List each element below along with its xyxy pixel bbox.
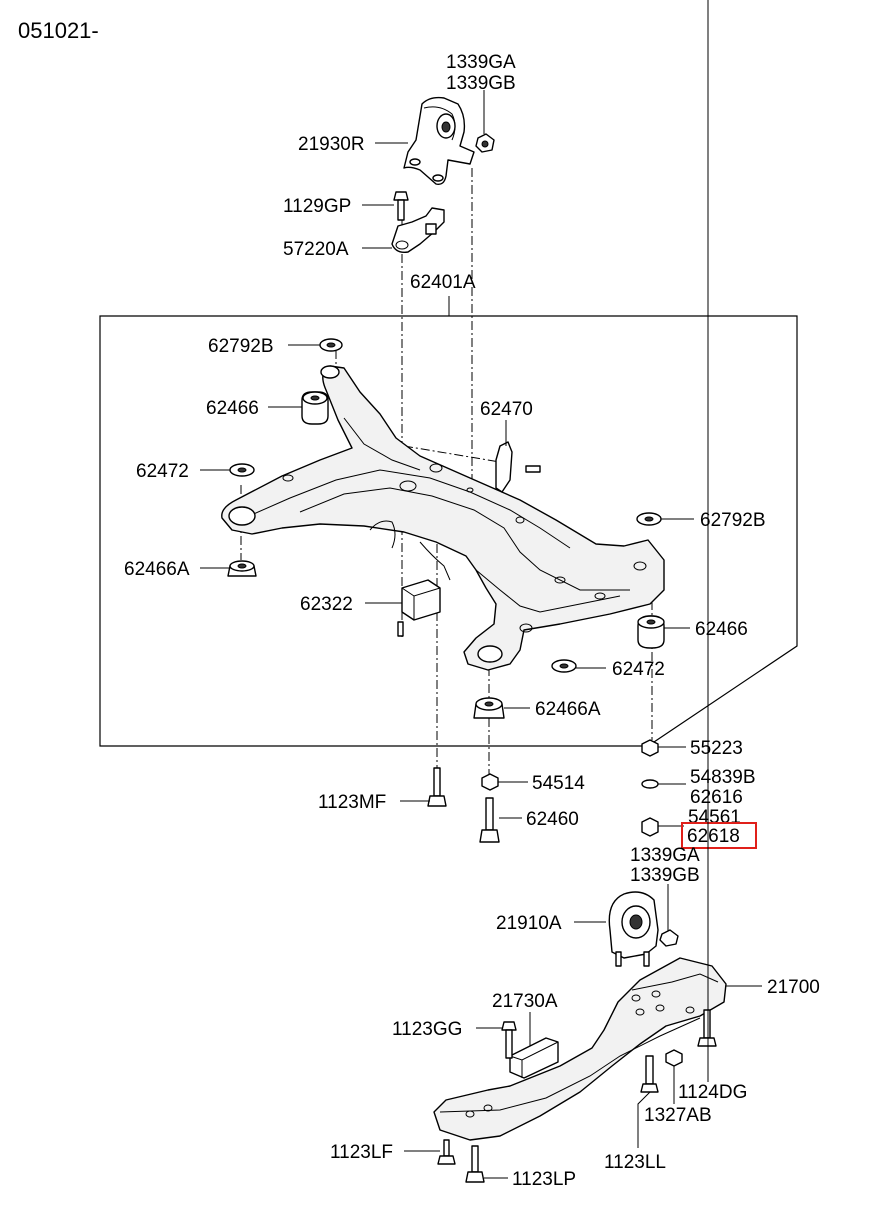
washer-54839B bbox=[641, 779, 659, 789]
label-1123LP: 1123LP bbox=[512, 1169, 576, 1190]
subframe-assembly-frame bbox=[99, 315, 798, 747]
bolt-1123GG bbox=[501, 1021, 517, 1059]
label-1124DG: 1124DG bbox=[678, 1082, 747, 1103]
bushing-62466-left bbox=[301, 391, 329, 425]
bolt-1123LF bbox=[437, 1139, 456, 1165]
label-21930R: 21930R bbox=[298, 134, 365, 155]
label-1339GB-bottom: 1339GB bbox=[630, 865, 700, 886]
label-62472-right: 62472 bbox=[612, 659, 665, 680]
highlight-box-62618 bbox=[681, 822, 757, 849]
label-62466-left: 62466 bbox=[206, 398, 259, 419]
label-62472-left: 62472 bbox=[136, 461, 189, 482]
label-62401A: 62401A bbox=[410, 272, 476, 293]
label-21910A: 21910A bbox=[496, 913, 562, 934]
label-1339GB-top: 1339GB bbox=[446, 73, 516, 94]
bolt-1123LL bbox=[640, 1055, 659, 1093]
label-54514: 54514 bbox=[532, 773, 585, 794]
crossmember-21700 bbox=[433, 957, 727, 1141]
label-62466-right: 62466 bbox=[695, 619, 748, 640]
bolt-1123LP bbox=[465, 1145, 485, 1183]
label-1327AB: 1327AB bbox=[644, 1105, 712, 1126]
label-1123MF: 1123MF bbox=[318, 792, 386, 813]
washer-62792B-left bbox=[319, 338, 343, 352]
leader-1123LL bbox=[637, 1091, 651, 1148]
label-55223: 55223 bbox=[690, 738, 743, 759]
label-1129GP: 1129GP bbox=[283, 196, 351, 217]
nut-1339GA-bottom bbox=[659, 929, 679, 947]
label-62322: 62322 bbox=[300, 594, 353, 615]
bolt-1124DG bbox=[697, 1009, 717, 1047]
nut-1339GA-top bbox=[475, 133, 495, 153]
label-57220A: 57220A bbox=[283, 239, 349, 260]
label-1123LL: 1123LL bbox=[604, 1152, 666, 1173]
label-62792B-right: 62792B bbox=[700, 510, 766, 531]
label-1123GG: 1123GG bbox=[392, 1019, 462, 1040]
sensor-62322 bbox=[397, 579, 441, 637]
bushing-62466A-right bbox=[473, 697, 505, 719]
bushing-62466A-left bbox=[227, 560, 257, 577]
label-21700: 21700 bbox=[767, 977, 820, 998]
washer-62472-right bbox=[551, 659, 577, 673]
bolt-62460 bbox=[479, 797, 500, 843]
label-1123LF: 1123LF bbox=[330, 1142, 393, 1163]
bolt-1123MF bbox=[427, 767, 447, 807]
washer-62472-left bbox=[229, 463, 255, 477]
label-62616: 62616 bbox=[690, 787, 743, 808]
label-62460: 62460 bbox=[526, 809, 579, 830]
label-21730A: 21730A bbox=[492, 991, 558, 1012]
label-1339GA-bottom: 1339GA bbox=[630, 845, 700, 866]
nut-54561 bbox=[641, 817, 659, 837]
engine-mount-21910A bbox=[608, 891, 659, 967]
label-62466A-left: 62466A bbox=[124, 559, 190, 580]
label-1339GA-top: 1339GA bbox=[446, 52, 516, 73]
nut-55223 bbox=[641, 739, 659, 757]
label-62792B-left: 62792B bbox=[208, 336, 274, 357]
bracket-62470 bbox=[495, 441, 541, 493]
bracket-57220A bbox=[391, 207, 445, 254]
label-62470: 62470 bbox=[480, 399, 533, 420]
label-62618: 62618 bbox=[687, 826, 740, 847]
bolt-1129GP bbox=[393, 191, 409, 221]
bracket-21730A bbox=[509, 1037, 559, 1079]
label-54839B: 54839B bbox=[690, 767, 756, 788]
label-54561: 54561 bbox=[688, 807, 741, 828]
front-subframe bbox=[221, 365, 665, 671]
bushing-62466-right bbox=[637, 615, 665, 649]
label-62466A-right: 62466A bbox=[535, 699, 601, 720]
washer-54514 bbox=[481, 773, 499, 791]
washer-62792B-right bbox=[636, 512, 662, 526]
diagram-code: 051021- bbox=[18, 18, 99, 43]
engine-mount-21930R bbox=[403, 96, 475, 186]
nut-1327AB bbox=[665, 1049, 683, 1067]
